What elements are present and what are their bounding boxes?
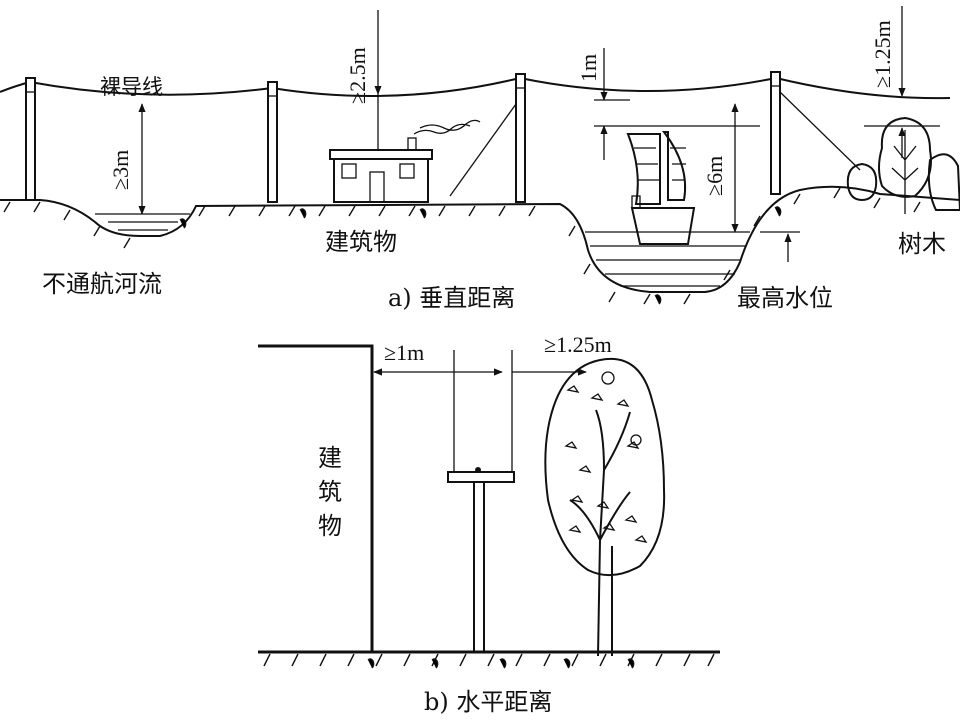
label-highest-water-level: 最高水位 xyxy=(737,284,833,312)
label-building-a: 建筑物 xyxy=(325,228,397,256)
dim-label-building: ≥2.5m xyxy=(345,47,370,104)
caption-panel-a: a) 垂直距离 xyxy=(388,284,515,312)
dimension-building-clearance: ≥2.5m xyxy=(345,10,382,150)
label-building-b-char-1: 建 xyxy=(318,444,342,472)
utility-pole xyxy=(267,81,278,203)
panel-b-horizontal-distance: 建 筑 物 ≥1m ≥1.25m xyxy=(258,332,720,716)
dimension-tree-distance: ≥1.25m xyxy=(512,332,612,376)
dim-label-tree: ≥1.25m xyxy=(870,20,895,88)
dimension-building-distance: ≥1m xyxy=(373,340,503,376)
dim-label-sag: 1m xyxy=(576,54,601,82)
label-building-b-char-2: 筑 xyxy=(318,478,342,506)
utility-pole xyxy=(449,73,526,203)
high-water-body xyxy=(585,231,750,287)
trees-cluster xyxy=(846,116,960,214)
ground-profile xyxy=(0,185,960,293)
utility-pole xyxy=(770,71,861,195)
label-building-b: 建 筑 物 xyxy=(318,444,342,540)
utility-poles xyxy=(25,71,861,203)
label-bare-conductor: 裸导线 xyxy=(100,75,163,99)
dim-label-building-distance: ≥1m xyxy=(384,340,424,365)
dimension-tree-clearance: ≥1.25m xyxy=(864,6,940,158)
ground-hatching-b xyxy=(263,653,715,669)
utility-pole-b xyxy=(447,350,515,653)
building-house xyxy=(329,119,481,203)
label-trees: 树木 xyxy=(898,230,946,258)
dim-label-river: ≥3m xyxy=(108,150,133,190)
ground-hatching xyxy=(3,187,921,305)
dim-label-high-water: ≥6m xyxy=(702,156,727,196)
caption-panel-b: b) 水平距离 xyxy=(424,688,552,716)
dim-label-tree-distance: ≥1.25m xyxy=(544,332,612,357)
label-non-navigable-river: 不通航河流 xyxy=(42,270,162,298)
dimension-river-clearance: ≥3m xyxy=(108,103,146,215)
utility-pole xyxy=(25,77,36,201)
dimension-high-water-clearance: ≥6m xyxy=(594,103,800,262)
label-building-b-char-3: 物 xyxy=(318,512,342,540)
building-outline xyxy=(258,344,374,652)
dimension-sag-allowance: 1m xyxy=(576,48,630,101)
panel-a-vertical-distance: ≥3m ≥2.5m 1m ≥6m ≥1.25m xyxy=(0,6,960,312)
tree-b xyxy=(544,357,666,657)
bare-conductor-line xyxy=(0,77,951,100)
sailboat xyxy=(626,131,696,245)
river-water xyxy=(95,213,190,231)
